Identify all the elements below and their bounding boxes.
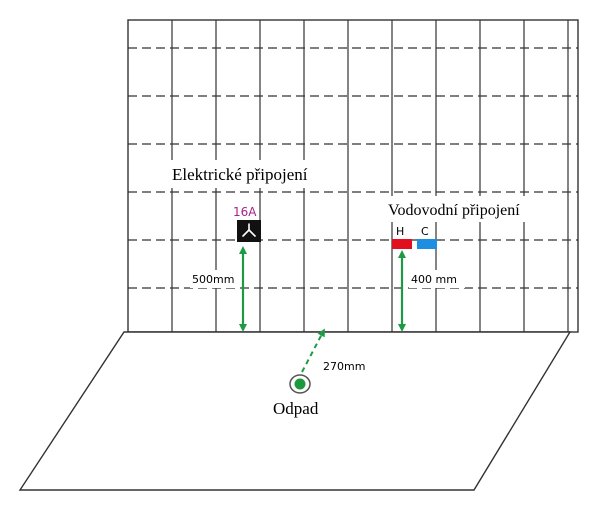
socket-height-label: 500mm (192, 273, 234, 286)
floor-plane (18, 331, 572, 491)
electrical-label-backdrop (168, 160, 340, 188)
cold-water-valve (417, 239, 437, 249)
water-height-label-backdrop (409, 270, 465, 288)
water-connection-label: Vodovodní připojení (388, 202, 520, 219)
socket-height-label-backdrop (190, 270, 240, 288)
floor-drain-icon (289, 374, 311, 394)
hot-water-valve (392, 239, 412, 249)
water-label-backdrop (384, 196, 554, 222)
socket-rating-label: 16A (233, 205, 257, 219)
drain-label: Odpad (273, 399, 319, 418)
drain-distance-arrow (301, 328, 325, 373)
drain-distance-label: 270mm (323, 360, 365, 373)
electrical-connection-label: Elektrické připojení (172, 165, 308, 184)
water-height-label: 400 mm (411, 273, 457, 286)
three-pin-socket-icon (242, 223, 256, 237)
hot-label: H (396, 225, 404, 238)
cold-label: C (421, 225, 429, 238)
